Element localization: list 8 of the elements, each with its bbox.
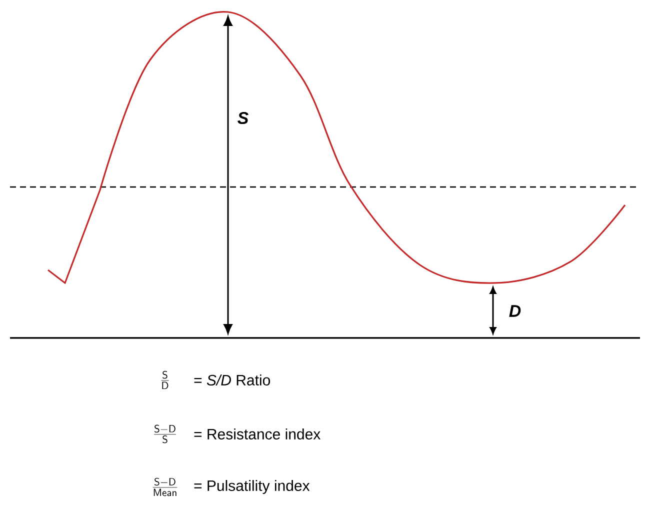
formula: $\frac{\mathsf{S}}{\mathsf{D}}$ <box>161 370 169 390</box>
formula-label: = Pulsatility index <box>194 480 310 494</box>
formula: $\frac{\mathsf{S-D}}{\mathsf{Mean}}$ <box>152 478 178 496</box>
formula-label: = Resistance index <box>194 428 320 440</box>
dimension-label: D <box>509 305 521 317</box>
dimension-label: S <box>238 112 248 124</box>
formula-label: = S/D Ratio <box>194 374 270 386</box>
formula: $\frac{\mathsf{S-D}}{\mathsf{S}}$ <box>154 424 176 444</box>
